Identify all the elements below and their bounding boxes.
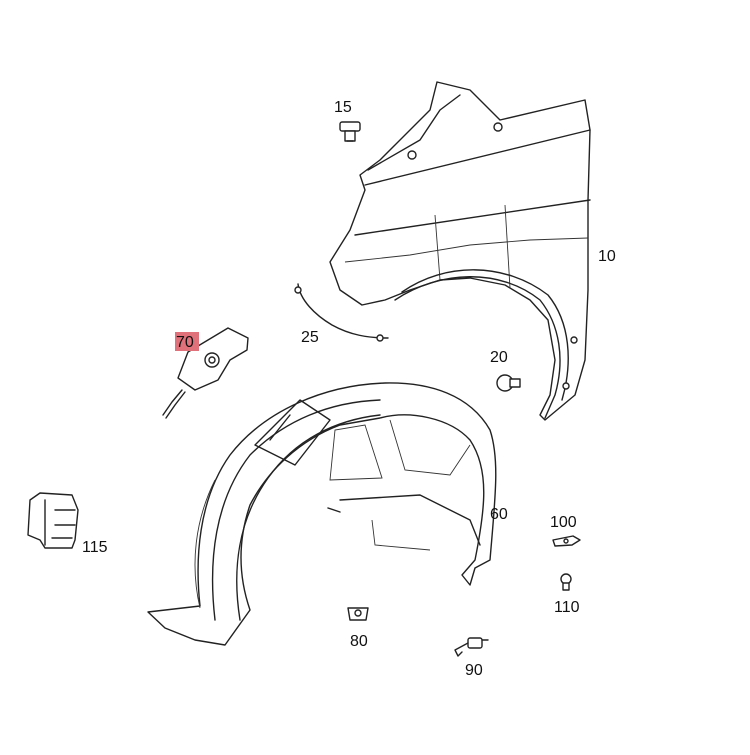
cable-part <box>294 283 389 342</box>
clip-80-part <box>347 607 369 621</box>
wheel-liner-part <box>147 382 497 646</box>
fender-part <box>329 81 591 421</box>
callout-90: 90 <box>465 662 483 679</box>
clip-part <box>339 121 361 142</box>
highlight-box <box>175 332 199 351</box>
callout-60: 60 <box>490 506 508 523</box>
bolt-part <box>560 573 572 591</box>
callout-80: 80 <box>350 633 368 650</box>
callout-100: 100 <box>550 514 577 531</box>
callout-115: 115 <box>82 539 108 556</box>
nut-part <box>552 535 581 547</box>
callout-10: 10 <box>598 248 616 265</box>
bracket-115-part <box>27 492 79 549</box>
rivet-part <box>454 637 489 657</box>
bracket-part <box>162 327 249 419</box>
callout-15: 15 <box>334 99 352 116</box>
callout-70: 70 <box>176 334 194 351</box>
callout-110: 110 <box>554 599 580 616</box>
screw-part <box>496 374 521 392</box>
callout-20: 20 <box>490 349 508 366</box>
callout-25: 25 <box>301 329 319 346</box>
